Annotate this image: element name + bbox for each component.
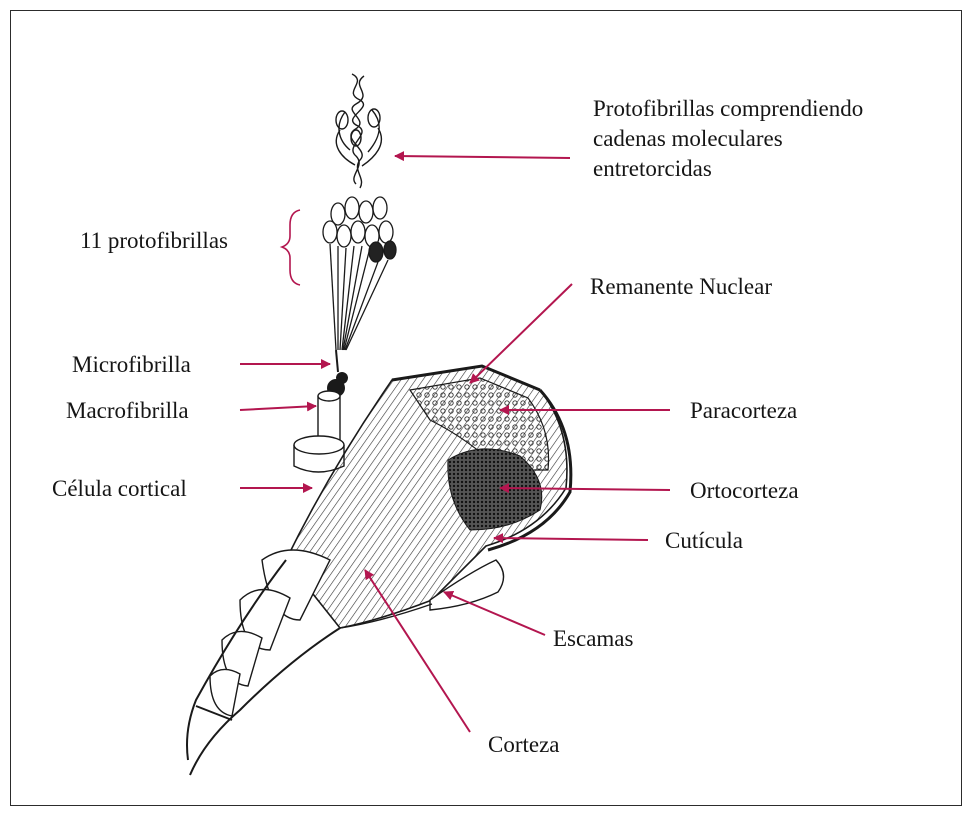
label-ortocorteza: Ortocorteza <box>690 476 799 506</box>
arrow-escamas <box>444 592 545 635</box>
label-protofibrillas-line1: Protofibrillas comprendiendo <box>593 94 863 124</box>
arrow-protofibrillas <box>395 156 570 158</box>
protofibril-bracket <box>282 210 300 285</box>
label-corteza: Corteza <box>488 730 560 760</box>
label-macrofibrilla: Macrofibrilla <box>66 396 189 426</box>
label-protofibrillas-line2: cadenas moleculares <box>593 124 863 154</box>
label-paracorteza: Paracorteza <box>690 396 797 426</box>
label-protofibrillas: Protofibrillas comprendiendo cadenas mol… <box>593 94 863 184</box>
label-celula-cortical: Célula cortical <box>52 474 187 504</box>
protofibril-bundle <box>323 197 396 350</box>
label-microfibrilla: Microfibrilla <box>72 350 191 380</box>
label-protofibrillas-line3: entretorcidas <box>593 154 863 184</box>
arrow-remanente-nuclear <box>470 284 572 383</box>
label-remanente-nuclear: Remanente Nuclear <box>590 272 772 302</box>
label-escamas: Escamas <box>553 624 633 654</box>
arrow-macrofibrilla <box>240 406 316 410</box>
microfibril-knot <box>327 350 348 397</box>
label-cuticula: Cutícula <box>665 526 743 556</box>
label-11-protofibrillas: 11 protofibrillas <box>80 226 228 256</box>
protofibril-chains <box>336 74 381 188</box>
